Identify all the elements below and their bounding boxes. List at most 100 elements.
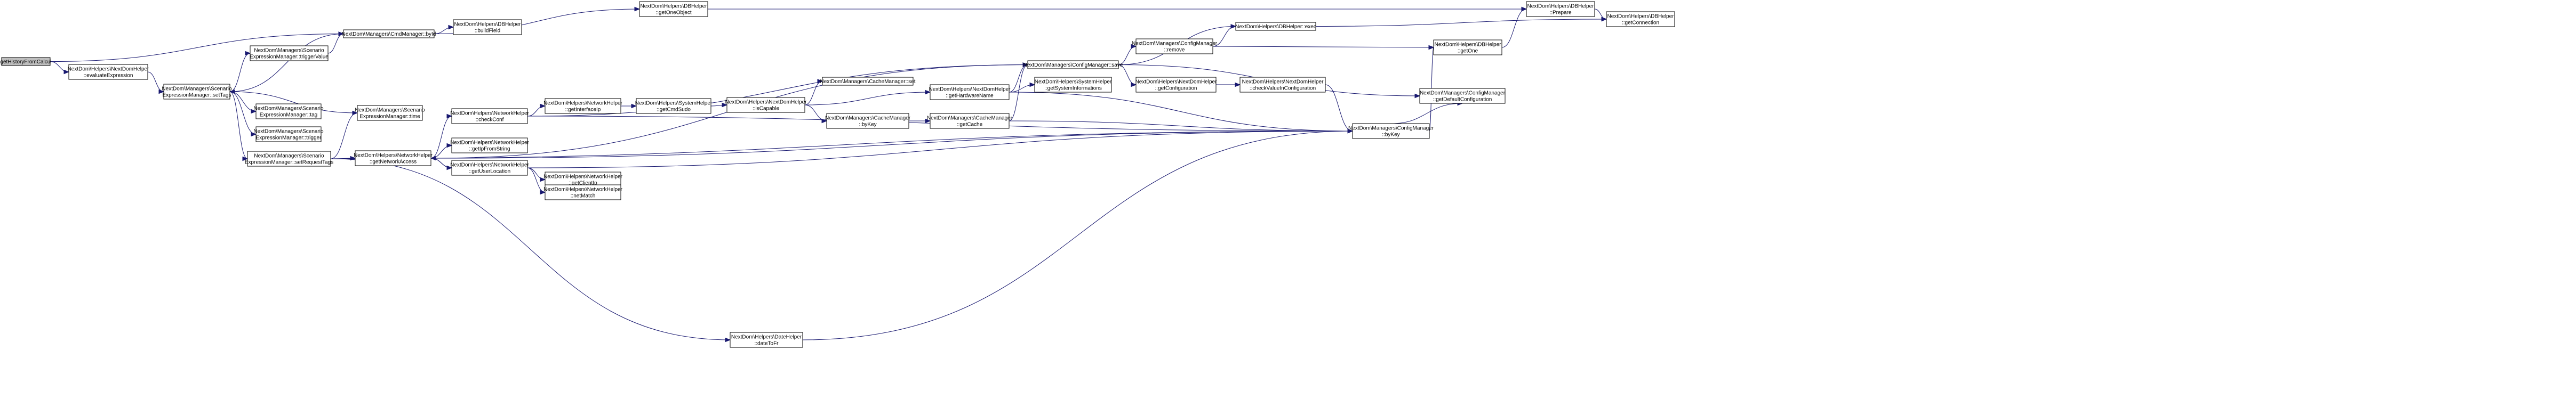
- edge-arrowhead-configRemove-to-dbExec: [1230, 24, 1237, 29]
- nodes-layer: getHistoryFromCalculNextDom\Helpers\Next…: [0, 1, 1675, 348]
- node-setRequestTags[interactable]: NextDom\Managers\ScenarioExpressionManag…: [245, 151, 333, 167]
- node-box-getClientIp: [545, 172, 621, 188]
- node-box-configSave: [1027, 60, 1119, 69]
- node-box-configByKey: [1352, 123, 1430, 139]
- edge-getNetworkAccess-to-getIpFromString: [430, 145, 452, 159]
- node-root[interactable]: getHistoryFromCalcul: [0, 57, 52, 66]
- node-label-dateToFr-line-1: ::dateToFr: [754, 341, 779, 347]
- node-isCapable[interactable]: NextDom\Helpers\NextDomHelper::isCapable: [725, 97, 807, 113]
- node-getUserLocation[interactable]: NextDom\Helpers\NetworkHelper::getUserLo…: [450, 160, 530, 176]
- node-label-tag-line-0: NextDom\Managers\Scenario: [253, 106, 324, 112]
- edge-arrowhead-setTags-to-setRequestTags: [242, 156, 249, 161]
- edge-arrowhead-cacheByKey-to-getCache: [925, 118, 931, 124]
- node-label-getIpFromString-line-1: ::getIpFromString: [469, 146, 510, 152]
- node-getDefaultConfiguration[interactable]: NextDom\Managers\ConfigManager::getDefau…: [1419, 88, 1506, 104]
- edge-setRequestTags-to-time: [330, 112, 358, 159]
- node-label-setRequestTags-line-1: ExpressionManager::setRequestTags: [245, 160, 333, 166]
- edge-arrowhead-getNetworkAccess-to-getIpFromString: [446, 143, 453, 148]
- node-label-getCmdSudo-line-1: ::getCmdSudo: [657, 107, 691, 113]
- node-configSave[interactable]: NextDom\Managers\ConfigManager::save: [1023, 60, 1123, 69]
- node-getHardwareName[interactable]: NextDom\Helpers\NextDomHelper::getHardwa…: [929, 84, 1011, 100]
- node-box-setRequestTags: [247, 151, 331, 167]
- node-buildField[interactable]: NextDom\Helpers\DBHelper::buildField: [453, 19, 522, 35]
- node-label-getClientIp-line-0: NextDom\Helpers\NetworkHelper: [543, 174, 622, 180]
- node-label-getCmdSudo-line-0: NextDom\Helpers\SystemHelper: [635, 101, 713, 107]
- node-getClientIp[interactable]: NextDom\Helpers\NetworkHelper::getClient…: [543, 172, 623, 188]
- node-label-getOneObject-line-1: ::getOneObject: [655, 10, 691, 16]
- node-box-getNetworkAccess: [355, 150, 431, 166]
- node-label-configByKey-line-1: ::byKey: [1382, 132, 1399, 138]
- node-label-getDefaultConfiguration-line-1: ::getDefaultConfiguration: [1433, 97, 1492, 103]
- edge-arrowhead-checkConf-to-getInterfaceIp: [540, 103, 546, 109]
- node-time[interactable]: NextDom\Managers\ScenarioExpressionManag…: [355, 105, 425, 121]
- node-dbExec[interactable]: NextDom\Helpers\DBHelper::exec: [1235, 22, 1316, 31]
- node-evaluate[interactable]: NextDom\Helpers\NextDomHelper::evaluateE…: [68, 64, 149, 80]
- node-label-dbGetConnection-line-1: ::getConnection: [1622, 20, 1659, 26]
- node-getInterfaceIp[interactable]: NextDom\Helpers\NetworkHelper::getInterf…: [543, 98, 623, 114]
- node-getNetworkAccess[interactable]: NextDom\Helpers\NetworkHelper::getNetwor…: [354, 150, 433, 166]
- node-box-getInterfaceIp: [545, 98, 621, 114]
- node-tag[interactable]: NextDom\Managers\ScenarioExpressionManag…: [253, 103, 324, 119]
- edge-arrowhead-getInterfaceIp-to-getCmdSudo: [631, 103, 637, 109]
- node-dbPrepare[interactable]: NextDom\Helpers\DBHelper::Prepare: [1526, 1, 1595, 17]
- node-label-setTags-line-1: ExpressionManager::setTags: [163, 93, 231, 99]
- edge-arrowhead-isCapable-to-cacheByKey: [821, 118, 828, 124]
- node-configRemove[interactable]: NextDom\Managers\ConfigManager::remove: [1132, 38, 1218, 54]
- node-box-trigger: [255, 126, 322, 142]
- node-cacheByKey[interactable]: NextDom\Managers\CacheManager::byKey: [825, 113, 911, 129]
- edge-arrowhead-getHardwareName-to-configSave: [1022, 62, 1029, 67]
- node-label-getClientIp-line-1: ::getClientIp: [569, 181, 597, 186]
- node-label-isCapable-line-0: NextDom\Helpers\NextDomHelper: [725, 100, 807, 105]
- node-netMatch[interactable]: NextDom\Helpers\NetworkHelper::netMatch: [543, 184, 623, 200]
- node-label-getHardwareName-line-0: NextDom\Helpers\NextDomHelper: [929, 87, 1011, 93]
- node-box-dbGetConnection: [1606, 11, 1675, 27]
- node-checkValueInConfiguration[interactable]: NextDom\Helpers\NextDomHelper::checkValu…: [1239, 77, 1326, 93]
- node-getCache[interactable]: NextDom\Managers\CacheManager::getCache: [927, 113, 1013, 129]
- node-label-cacheByKey-line-1: ::byKey: [859, 122, 876, 128]
- node-label-getNetworkAccess-line-0: NextDom\Helpers\NetworkHelper: [354, 153, 433, 159]
- edge-dbGetOne-to-dbPrepare: [1501, 9, 1527, 48]
- edge-arrowhead-configSave-to-getConfiguration: [1131, 82, 1137, 87]
- node-label-time-line-0: NextDom\Managers\Scenario: [355, 108, 425, 113]
- node-dbGetOne[interactable]: NextDom\Helpers\DBHelper::getOne: [1433, 39, 1502, 55]
- edge-arrowhead-cmdById-to-buildField: [448, 25, 454, 30]
- node-dbGetConnection[interactable]: NextDom\Helpers\DBHelper::getConnection: [1606, 11, 1675, 27]
- node-box-getSystemInformations: [1034, 77, 1112, 93]
- node-configByKey[interactable]: NextDom\Managers\ConfigManager::byKey: [1348, 123, 1434, 139]
- node-label-netMatch-line-1: ::netMatch: [571, 193, 596, 199]
- node-dateToFr[interactable]: NextDom\Helpers\DateHelper::dateToFr: [730, 332, 803, 348]
- edge-configByKey-to-getDefaultConfiguration: [1390, 103, 1463, 124]
- node-setTags[interactable]: NextDom\Managers\ScenarioExpressionManag…: [162, 84, 232, 100]
- node-getConfiguration[interactable]: NextDom\Helpers\NextDomHelper::getConfig…: [1135, 77, 1217, 93]
- edge-setTags-to-cmdById: [229, 34, 344, 92]
- node-cmdById[interactable]: NextDom\Managers\CmdManager::byId: [342, 29, 436, 38]
- edge-dbExec-to-dbGetConnection: [1315, 19, 1607, 27]
- node-label-getUserLocation-line-0: NextDom\Helpers\NetworkHelper: [450, 162, 529, 168]
- node-triggerValue[interactable]: NextDom\Managers\ScenarioExpressionManag…: [250, 45, 329, 61]
- node-box-getCache: [930, 113, 1010, 129]
- node-box-dbGetOne: [1433, 39, 1502, 55]
- node-box-dbPrepare: [1526, 1, 1595, 17]
- edge-isCapable-to-cacheByKey: [804, 104, 827, 121]
- node-getIpFromString[interactable]: NextDom\Helpers\NetworkHelper::getIpFrom…: [450, 137, 530, 153]
- edge-arrowhead-getNetworkAccess-to-checkConf: [446, 113, 453, 119]
- edge-isCapable-to-getHardwareName: [804, 92, 931, 105]
- node-label-getSystemInformations-line-1: ::getSystemInformations: [1044, 86, 1102, 92]
- node-checkConf[interactable]: NextDom\Helpers\NetworkHelper::checkConf: [450, 108, 530, 124]
- node-cacheSet[interactable]: NextDom\Managers\CacheManager::set: [820, 77, 916, 86]
- node-trigger[interactable]: NextDom\Managers\ScenarioExpressionManag…: [253, 126, 324, 142]
- edge-setRequestTags-to-dateToFr: [330, 158, 731, 340]
- node-getCmdSudo[interactable]: NextDom\Helpers\SystemHelper::getCmdSudo: [635, 98, 713, 114]
- node-getOneObject[interactable]: NextDom\Helpers\DBHelper::getOneObject: [639, 1, 708, 17]
- node-box-checkConf: [451, 108, 528, 124]
- edge-root-to-cmdById: [50, 34, 344, 62]
- node-getSystemInformations[interactable]: NextDom\Helpers\SystemHelper::getSystemI…: [1034, 77, 1112, 93]
- edge-arrowhead-getHardwareName-to-getSystemInformations: [1029, 82, 1036, 87]
- node-label-evaluate-line-0: NextDom\Helpers\NextDomHelper: [68, 67, 149, 72]
- edge-getNetworkAccess-to-configByKey: [430, 131, 1353, 159]
- edge-arrowhead-configSave-to-configRemove: [1131, 44, 1137, 49]
- node-box-evaluate: [68, 64, 148, 80]
- node-label-evaluate-line-1: ::evaluateExpression: [84, 73, 133, 79]
- node-box-isCapable: [726, 97, 805, 113]
- node-box-cacheByKey: [826, 113, 909, 129]
